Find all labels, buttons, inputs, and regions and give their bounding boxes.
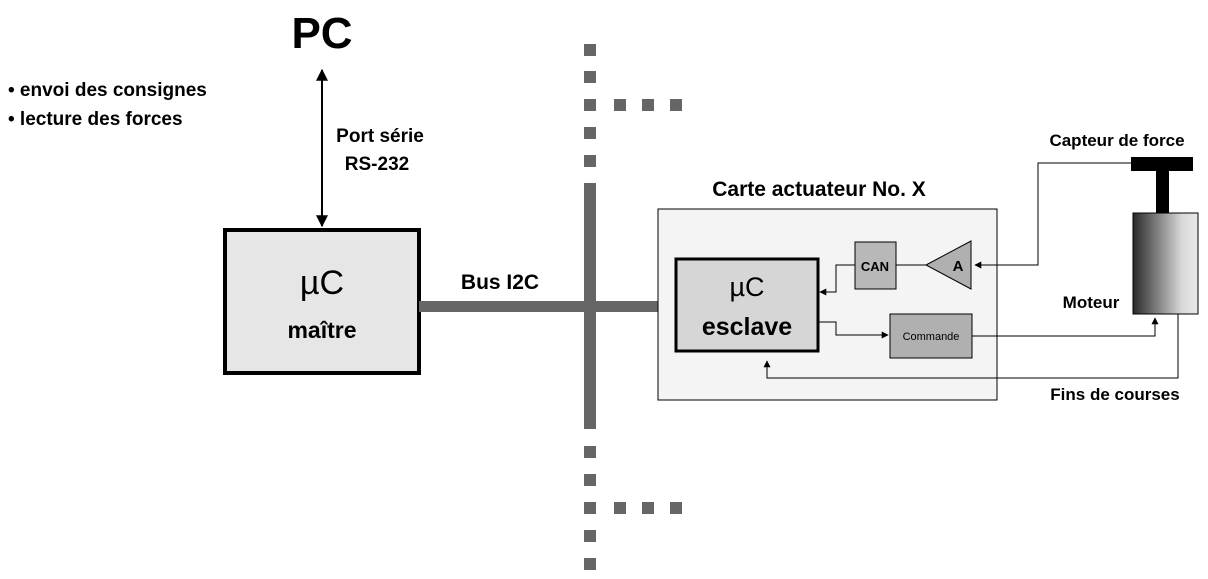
wire-sensor-to-amp bbox=[974, 162, 1151, 269]
serial-port-label: Port série bbox=[336, 126, 424, 147]
force-sensor bbox=[1131, 157, 1193, 213]
command-block: Commande bbox=[889, 313, 973, 359]
note-item: • lecture des forces bbox=[8, 109, 183, 130]
limit-switches-label: Fins de courses bbox=[1050, 385, 1179, 404]
master-controller: µC maître bbox=[223, 228, 421, 375]
bus-i2c-horizontal bbox=[419, 301, 676, 312]
bus-horizontal-dots-top bbox=[614, 99, 682, 111]
wire-limit-switches bbox=[763, 314, 1179, 379]
wire-slave-to-command bbox=[818, 321, 889, 339]
bus-vertical-dots-bottom bbox=[584, 446, 596, 570]
bus-vertical bbox=[584, 183, 596, 429]
amplifier-label: A bbox=[953, 258, 964, 275]
command-label: Commande bbox=[903, 331, 960, 343]
force-sensor-label: Capteur de force bbox=[1049, 131, 1184, 150]
slave-controller: µC esclave bbox=[674, 257, 820, 353]
can-block: CAN bbox=[854, 241, 897, 290]
master-subtitle: maître bbox=[287, 317, 356, 343]
motor-label: Moteur bbox=[1063, 293, 1120, 312]
wire-can-to-slave bbox=[819, 264, 855, 296]
note-item: • envoi des consignes bbox=[8, 80, 207, 101]
pc-title: PC bbox=[291, 9, 352, 58]
slave-subtitle: esclave bbox=[702, 313, 792, 341]
wire-command-to-motor bbox=[972, 317, 1159, 337]
can-label: CAN bbox=[861, 259, 889, 274]
slave-title: µC bbox=[729, 272, 764, 302]
card-title: Carte actuateur No. X bbox=[712, 178, 926, 201]
bus-i2c-label: Bus I2C bbox=[461, 271, 539, 294]
bus-horizontal-dots-bottom bbox=[614, 502, 682, 514]
master-title: µC bbox=[300, 264, 344, 302]
amplifier-block: A bbox=[924, 240, 972, 290]
notes-list: • envoi des consignes • lecture des forc… bbox=[8, 80, 207, 130]
bus-vertical-dots-top bbox=[584, 44, 596, 167]
serial-port-standard: RS-232 bbox=[345, 154, 409, 175]
motor bbox=[1132, 212, 1199, 315]
